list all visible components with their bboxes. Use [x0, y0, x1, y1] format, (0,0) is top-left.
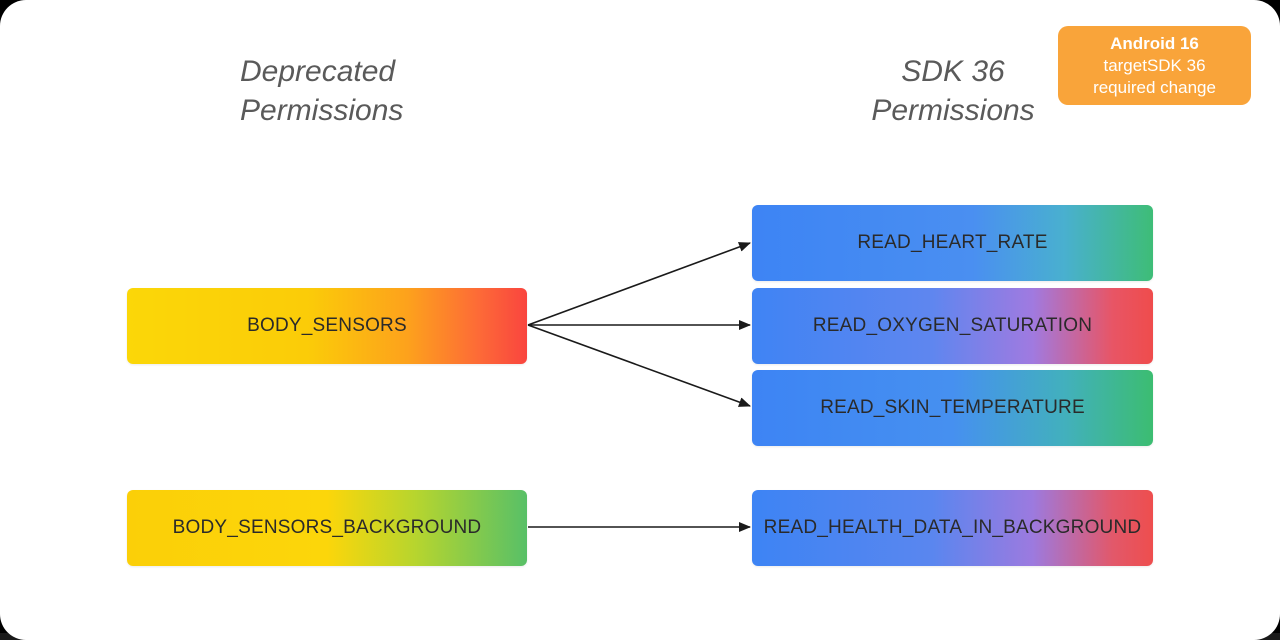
permission-label: READ_HEALTH_DATA_IN_BACKGROUND: [763, 517, 1142, 538]
permission-read-heart-rate: READ_HEART_RATE: [752, 205, 1153, 281]
deprecated-permissions-title: Deprecated Permissions: [240, 52, 403, 130]
permission-read-skin-temperature: READ_SKIN_TEMPERATURE: [752, 370, 1153, 446]
permission-read-health-data-in-background: READ_HEALTH_DATA_IN_BACKGROUND: [752, 490, 1153, 566]
required-change-badge: Android 16 targetSDK 36 required change: [1058, 26, 1251, 105]
permission-label: BODY_SENSORS: [247, 315, 407, 336]
sdk36-permissions-title: SDK 36 Permissions: [840, 52, 1066, 130]
arrow-body-sensors-to-skin-temp: [527, 324, 751, 407]
permission-label: READ_HEART_RATE: [857, 232, 1048, 253]
permission-label: BODY_SENSORS_BACKGROUND: [172, 517, 482, 538]
permission-read-oxygen-saturation: READ_OXYGEN_SATURATION: [752, 288, 1153, 364]
deprecated-title-line-1: Deprecated: [240, 55, 396, 88]
badge-line-1: Android 16: [1110, 34, 1199, 53]
arrow-body-sensors-to-heart-rate: [527, 242, 751, 326]
badge-line-2: targetSDK 36: [1103, 56, 1206, 75]
sdk36-title-line-2: Permissions: [871, 94, 1035, 127]
permission-label: READ_SKIN_TEMPERATURE: [820, 397, 1085, 418]
badge-line-3: required change: [1093, 78, 1216, 97]
permission-body-sensors-background: BODY_SENSORS_BACKGROUND: [127, 490, 527, 566]
permission-label: READ_OXYGEN_SATURATION: [812, 315, 1093, 336]
permission-body-sensors: BODY_SENSORS: [127, 288, 527, 364]
sdk36-title-line-1: SDK 36: [901, 55, 1005, 88]
deprecated-title-line-2: Permissions: [240, 94, 404, 127]
